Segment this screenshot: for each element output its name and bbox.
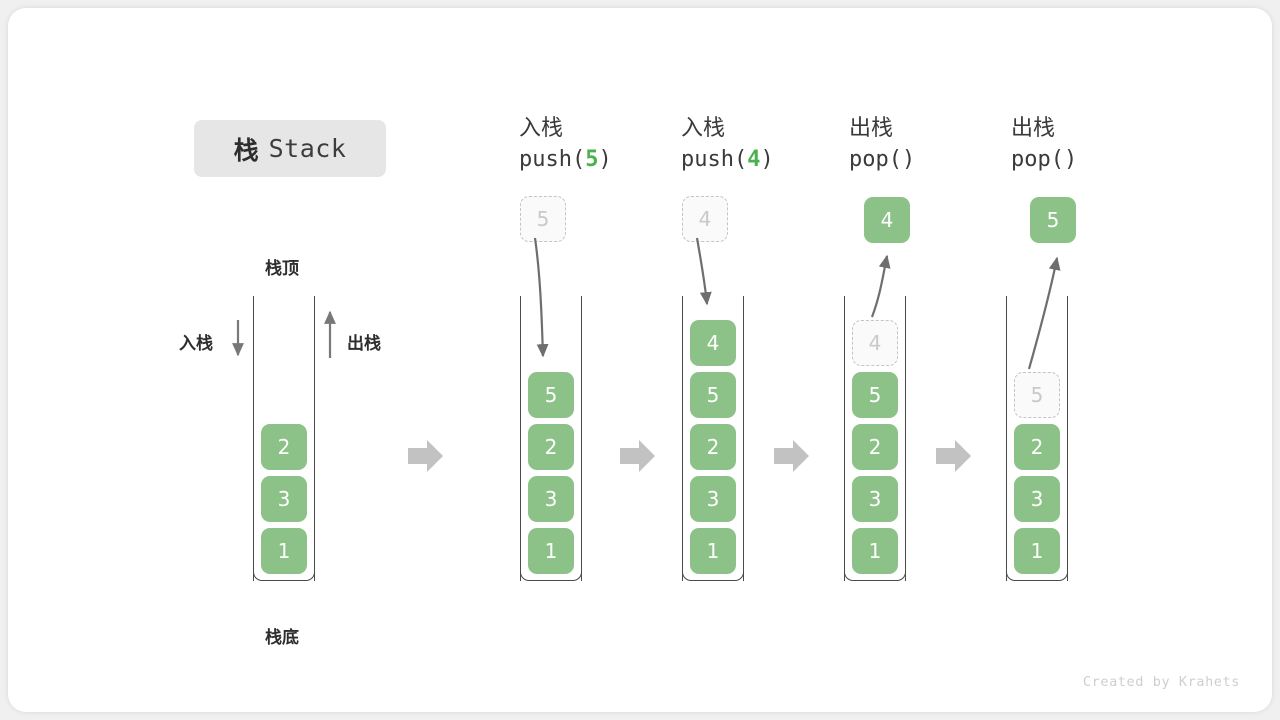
push-legend-label: 入栈 (179, 334, 213, 354)
column-header-line1: 入栈 (519, 116, 564, 141)
push-4-motion-arrow (695, 237, 712, 306)
diagram-canvas: 栈 Stack 栈顶 栈底 入栈 出栈 入栈 push(5) 入栈 push(4… (8, 8, 1272, 712)
stack-container-pop-1 (844, 296, 906, 581)
stack-container-push-4 (682, 296, 744, 581)
stack-cell[interactable]: 3 (261, 476, 307, 522)
stack-cell[interactable]: 2 (690, 424, 736, 470)
stack-ghost-cell[interactable]: 5 (1014, 372, 1060, 418)
column-header-line2: pop() (849, 147, 916, 173)
stack-cell[interactable]: 2 (1014, 424, 1060, 470)
stack-cell[interactable]: 3 (528, 476, 574, 522)
stack-top-label: 栈顶 (265, 259, 299, 279)
stack-container-push-5 (520, 296, 582, 581)
stack-cell[interactable]: 5 (852, 372, 898, 418)
stack-wall-right (581, 296, 582, 581)
stack-cell[interactable]: 1 (1014, 528, 1060, 574)
step-arrow (936, 440, 971, 472)
title-english: Stack (268, 134, 347, 163)
diagram-title-badge: 栈 Stack (194, 120, 386, 177)
stack-cell[interactable]: 1 (690, 528, 736, 574)
stack-cell[interactable]: 5 (528, 372, 574, 418)
stack-cell[interactable]: 4 (690, 320, 736, 366)
stack-cell[interactable]: 3 (852, 476, 898, 522)
popped-cell[interactable]: 5 (1030, 197, 1076, 243)
column-header-line1: 出栈 (1011, 116, 1056, 141)
stack-floor (682, 567, 744, 581)
stack-container-pop-2 (1006, 296, 1068, 581)
stack-floor (253, 567, 315, 581)
stack-cell[interactable]: 1 (852, 528, 898, 574)
floating-ghost-cell[interactable]: 5 (520, 196, 566, 242)
stack-wall-right (743, 296, 744, 581)
stack-wall-left (682, 296, 683, 581)
stack-ghost-cell[interactable]: 4 (852, 320, 898, 366)
stack-floor (520, 567, 582, 581)
step-arrow (774, 440, 809, 472)
stack-floor (844, 567, 906, 581)
column-header-pop-1: 出栈 pop() (849, 113, 999, 175)
pop-legend-label: 出栈 (347, 334, 381, 354)
stack-cell[interactable]: 3 (690, 476, 736, 522)
column-header-line2: push(4) (681, 147, 774, 173)
stack-cell[interactable]: 1 (528, 528, 574, 574)
column-header-push-4: 入栈 push(4) (681, 113, 831, 175)
stack-bottom-label: 栈底 (265, 628, 299, 648)
column-header-line1: 出栈 (849, 116, 894, 141)
column-header-push-5: 入栈 push(5) (519, 113, 669, 175)
title-chinese: 栈 (233, 135, 259, 165)
popped-cell[interactable]: 4 (864, 197, 910, 243)
stack-wall-left (253, 296, 254, 581)
step-arrow (620, 440, 655, 472)
stack-cell[interactable]: 2 (852, 424, 898, 470)
stack-cell[interactable]: 2 (261, 424, 307, 470)
stack-wall-left (844, 296, 845, 581)
stack-container-initial (253, 296, 315, 581)
push-arg-value: 5 (585, 147, 599, 173)
column-header-line1: 入栈 (681, 116, 726, 141)
step-arrow (408, 440, 443, 472)
column-header-line2: pop() (1011, 147, 1078, 173)
stack-cell[interactable]: 1 (261, 528, 307, 574)
stack-wall-left (520, 296, 521, 581)
column-header-pop-2: 出栈 pop() (1011, 113, 1161, 175)
floating-ghost-cell[interactable]: 4 (682, 196, 728, 242)
stack-wall-right (1067, 296, 1068, 581)
stack-cell[interactable]: 5 (690, 372, 736, 418)
stack-wall-right (905, 296, 906, 581)
credit-text: Created by Krahets (1082, 674, 1240, 690)
stack-wall-left (1006, 296, 1007, 581)
stack-wall-right (314, 296, 315, 581)
stack-cell[interactable]: 2 (528, 424, 574, 470)
push-arg-value: 4 (747, 147, 761, 173)
column-header-line2: push(5) (519, 147, 612, 173)
stack-floor (1006, 567, 1068, 581)
stack-cell[interactable]: 3 (1014, 476, 1060, 522)
